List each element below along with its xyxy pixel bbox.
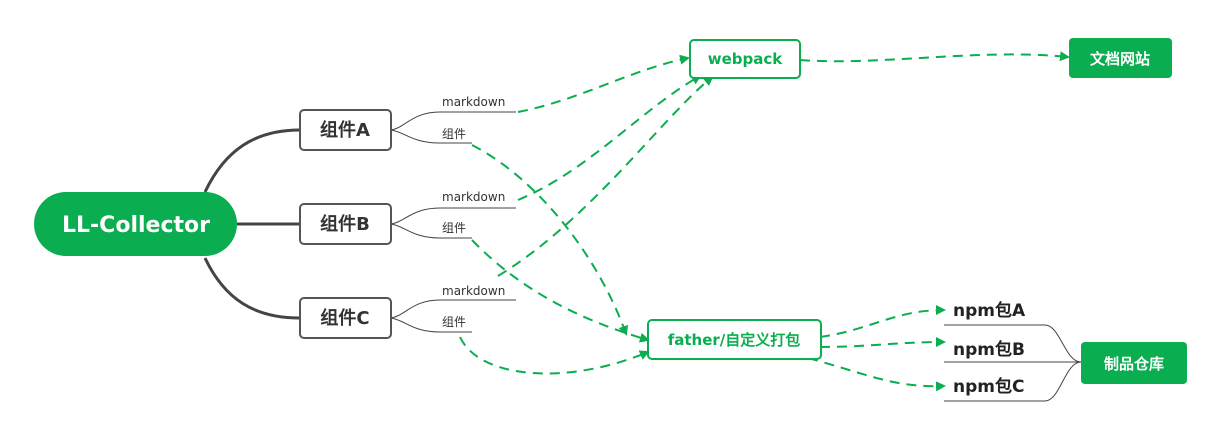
connector-root-a bbox=[203, 128, 301, 193]
branch-line-b-component bbox=[390, 223, 472, 239]
package-label-b: npm包B bbox=[953, 339, 1025, 360]
arrow-father-npm-c bbox=[807, 357, 946, 392]
arrow-c-markdown-webpack bbox=[497, 75, 714, 277]
component-label-b: 组件B bbox=[320, 213, 370, 235]
component-label-c: 组件C bbox=[320, 307, 369, 329]
branch-label-a-markdown: markdown bbox=[442, 95, 505, 109]
branch-label-b-markdown: markdown bbox=[442, 190, 505, 204]
repo-label: 制品仓库 bbox=[1104, 355, 1164, 373]
branch-line-a-markdown bbox=[390, 111, 516, 131]
father-label: father/自定义打包 bbox=[668, 331, 801, 349]
branch-label-c-component: 组件 bbox=[442, 315, 466, 329]
branch-line-a-component bbox=[390, 129, 472, 144]
branch-label-b-component: 组件 bbox=[442, 221, 466, 235]
arrow-a-markdown-webpack bbox=[517, 54, 690, 113]
branch-line-c-component bbox=[390, 317, 472, 333]
package-label-a: npm包A bbox=[953, 300, 1026, 321]
root-node[interactable]: LL-Collector bbox=[34, 192, 237, 256]
webpack-node[interactable]: webpack bbox=[689, 39, 801, 79]
webpack-label: webpack bbox=[708, 50, 784, 68]
arrow-a-component-father bbox=[471, 144, 629, 336]
father-node[interactable]: father/自定义打包 bbox=[647, 319, 822, 360]
branch-line-c-markdown bbox=[390, 299, 516, 319]
connector-root-c bbox=[203, 257, 301, 320]
arrow-b-component-father bbox=[471, 239, 650, 343]
component-branch-lines bbox=[390, 111, 516, 333]
repo-node[interactable]: 制品仓库 bbox=[1081, 342, 1187, 384]
docsite-label: 文档网站 bbox=[1090, 50, 1150, 68]
branch-labels: markdown 组件 markdown 组件 markdown 组件 bbox=[442, 95, 505, 329]
component-label-a: 组件A bbox=[320, 119, 370, 141]
arrow-b-markdown-webpack bbox=[517, 75, 702, 201]
package-line-a bbox=[944, 324, 1082, 363]
branch-label-a-component: 组件 bbox=[442, 127, 466, 141]
branch-label-c-markdown: markdown bbox=[442, 284, 505, 298]
arrow-father-npm-a bbox=[819, 305, 946, 338]
arrow-c-component-father bbox=[459, 336, 650, 375]
component-node-b[interactable]: 组件B bbox=[299, 203, 392, 245]
package-labels: npm包A npm包B npm包C bbox=[953, 300, 1026, 397]
docsite-node[interactable]: 文档网站 bbox=[1069, 38, 1172, 78]
package-line-c bbox=[944, 361, 1082, 402]
root-label: LL-Collector bbox=[62, 213, 210, 238]
package-label-c: npm包C bbox=[953, 376, 1024, 397]
component-node-c[interactable]: 组件C bbox=[299, 297, 392, 339]
component-node-a[interactable]: 组件A bbox=[299, 109, 392, 151]
branch-line-b-markdown bbox=[390, 207, 516, 225]
root-connectors bbox=[203, 128, 301, 320]
package-bracket-lines bbox=[944, 324, 1082, 402]
arrow-webpack-docsite bbox=[799, 51, 1070, 63]
dashed-arrows bbox=[459, 51, 1070, 392]
arrow-father-npm-b bbox=[819, 337, 946, 348]
